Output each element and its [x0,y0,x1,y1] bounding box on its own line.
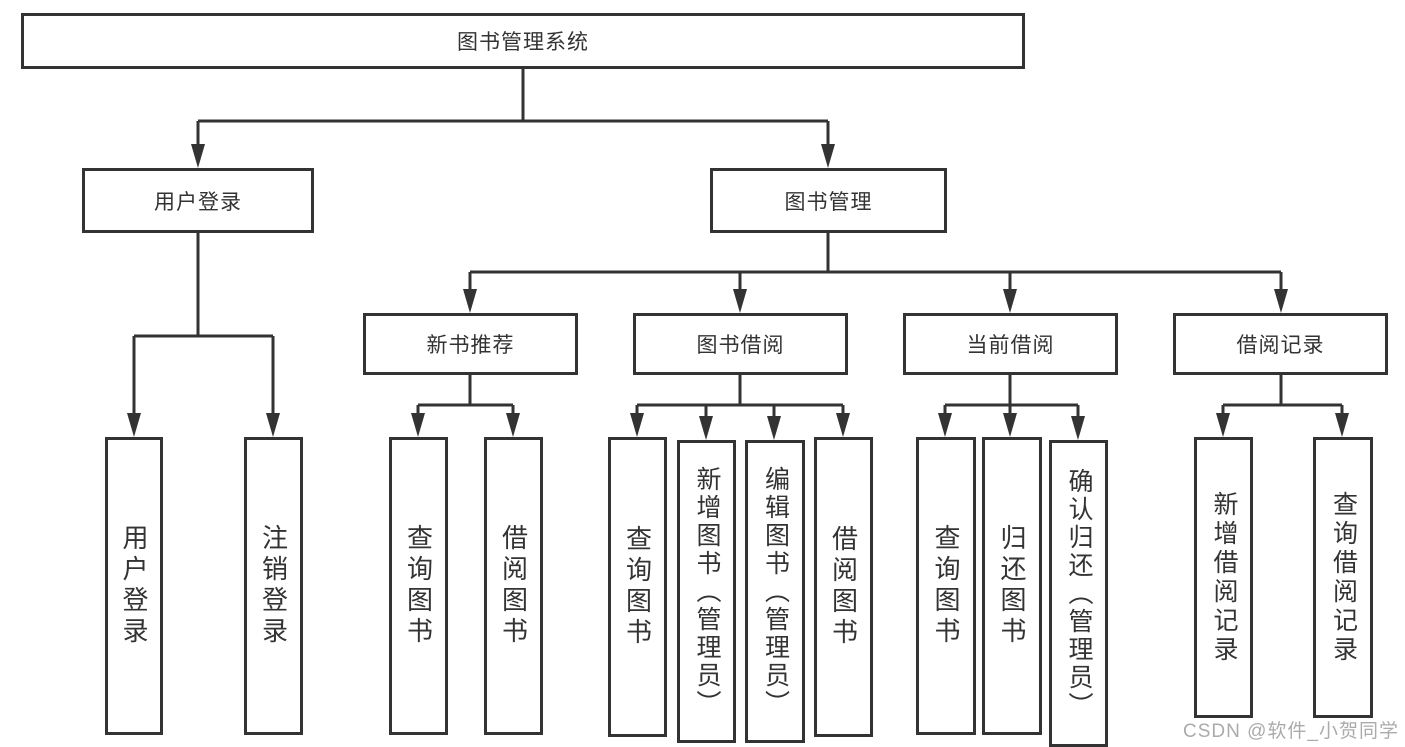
node-label: 查询图书 [931,524,961,648]
node-label: 查询图书 [403,524,434,648]
node-label: 查询图书 [622,525,653,649]
node-borrowing-records: 借阅记录 [1173,313,1388,375]
node-add-books-admin: 新增图书（管理员） [677,440,736,743]
node-label: 注销登录 [258,524,289,648]
node-edit-books-admin: 编辑图书（管理员） [745,440,805,743]
node-label: 借阅图书 [828,525,859,649]
node-query-borrow-record: 查询借阅记录 [1313,437,1373,718]
node-label: 用户登录 [119,524,149,648]
node-query-books-recommend: 查询图书 [389,437,448,735]
node-label: 归还图书 [997,524,1027,648]
node-return-books: 归还图书 [982,437,1042,735]
node-add-borrow-record: 新增借阅记录 [1194,437,1253,718]
node-label: 编辑图书（管理员） [761,465,790,718]
node-book-borrowing: 图书借阅 [633,313,848,375]
arrowhead-icons [127,144,1349,440]
node-label: 查询借阅记录 [1329,490,1358,665]
node-book-management: 图书管理 [710,168,947,233]
node-label: 确认归还（管理员） [1065,467,1093,720]
node-user-login-leaf: 用户登录 [105,437,163,735]
node-new-book-recommendation: 新书推荐 [363,313,578,375]
node-query-books-current: 查询图书 [916,437,976,735]
node-query-books-borrowing: 查询图书 [608,437,667,737]
node-label: 新增借阅记录 [1210,490,1238,665]
node-current-borrowing: 当前借阅 [903,313,1118,375]
node-logout: 注销登录 [244,437,303,735]
node-label: 新增图书（管理员） [693,465,721,718]
node-user-login: 用户登录 [82,168,314,233]
node-borrow-books-borrowing: 借阅图书 [814,437,873,737]
node-label: 借阅图书 [498,524,529,648]
csdn-watermark: CSDN @软件_小贺同学 [1183,721,1399,742]
node-borrow-books-recommend: 借阅图书 [484,437,543,735]
node-library-management-system: 图书管理系统 [21,13,1025,69]
node-confirm-return-admin: 确认归还（管理员） [1049,440,1108,747]
